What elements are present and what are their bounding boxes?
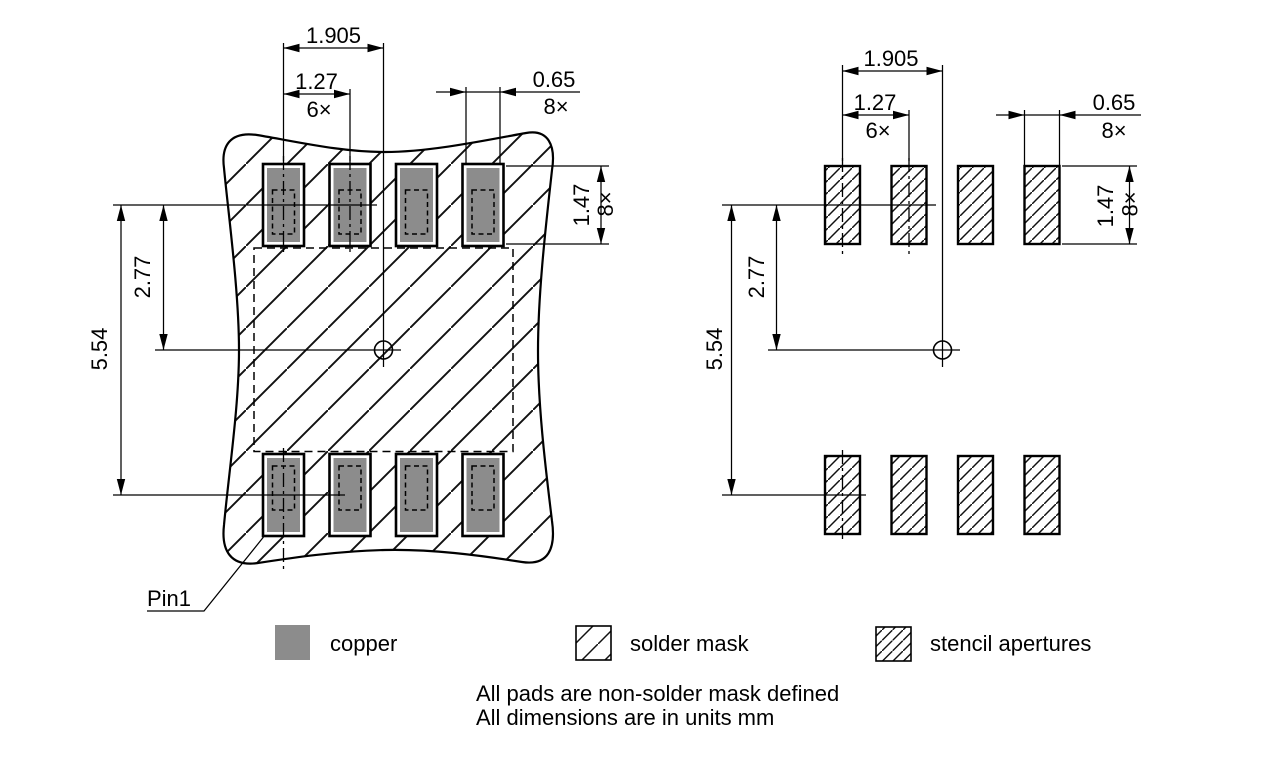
stencil-aperture [956,454,995,536]
dimension-qty-label: 8× [593,191,618,216]
dimension-label: 0.65 [533,67,576,92]
dimension-row-spacing: 5.54 [87,205,126,495]
dimension-pad-width: 0.65 8× [436,67,580,163]
dimension-label: 1.905 [863,46,918,71]
land-pattern-view: 1.905 1.27 6× 0.65 8× [87,23,618,612]
centerlines [722,65,936,540]
pin1-callout: Pin1 [147,536,264,612]
legend-item-stencil-apertures: stencil apertures [875,626,1091,662]
component-lead [404,189,429,235]
dimension-pitch: 1.27 6× [283,69,350,122]
component-lead [338,465,362,511]
component-lead [471,465,495,511]
dimension-qty-label: 6× [865,118,890,143]
legend-item-solder-mask: solder mask [575,625,750,661]
pin1-leader-line [147,536,264,612]
pin1-label: Pin1 [147,586,191,611]
center-mark [155,43,401,367]
dimension-aperture-height: 1.47 8× [1062,165,1143,245]
dimension-pitch-pair: 1.905 [842,46,943,76]
dimension-label: 1.47 [569,184,594,227]
stencil-aperture [956,164,995,246]
centerlines [113,43,377,573]
dimension-label: 5.54 [87,328,112,371]
component-lead [404,465,429,511]
dimension-label: 2.77 [744,256,769,299]
legend-item-copper: copper [275,625,397,660]
copper-swatch [275,625,310,660]
stencil-view: 1.905 1.27 6× 0.65 8× [702,46,1143,540]
dimension-center-offset: 2.77 [744,205,781,350]
legend-copper-label: copper [330,631,397,656]
dimension-aperture-width: 0.65 8× [996,90,1141,165]
dimension-label: 1.905 [306,23,361,48]
copper-pad [394,452,439,538]
stencil-aperture [890,454,928,536]
dimension-label: 5.54 [702,328,727,371]
dimension-pitch: 1.27 6× [842,90,909,143]
dimension-pad-height: 1.47 8× [506,165,618,245]
dimension-label: 2.77 [130,256,155,299]
dimension-row-spacing: 5.54 [702,205,736,495]
stencil-aperture [1023,164,1061,246]
stencil-aperture [1023,454,1061,536]
center-mark [768,65,960,367]
legend-solder-mask-label: solder mask [630,631,750,656]
notes: All pads are non-solder mask defined All… [476,681,839,730]
dimension-qty-label: 8× [1101,118,1126,143]
component-lead [471,189,495,235]
dimension-qty-label: 8× [1118,191,1143,216]
stencil-apertures-swatch [875,626,912,662]
note-units: All dimensions are in units mm [476,705,774,730]
dimension-label: 1.27 [854,90,897,115]
dimension-qty-label: 6× [306,97,331,122]
solder-mask-swatch [575,625,612,661]
dimension-qty-label: 8× [543,94,568,119]
dimension-label: 1.27 [295,69,338,94]
note-solder-mask-defined: All pads are non-solder mask defined [476,681,839,706]
legend-stencil-label: stencil apertures [930,631,1091,656]
dimension-center-offset: 2.77 [130,205,168,350]
legend: copper solder mask stencil apertures [275,625,1091,662]
dimension-label: 1.47 [1093,185,1118,228]
dimension-pitch-pair: 1.905 [283,23,384,53]
dimension-label: 0.65 [1093,90,1136,115]
